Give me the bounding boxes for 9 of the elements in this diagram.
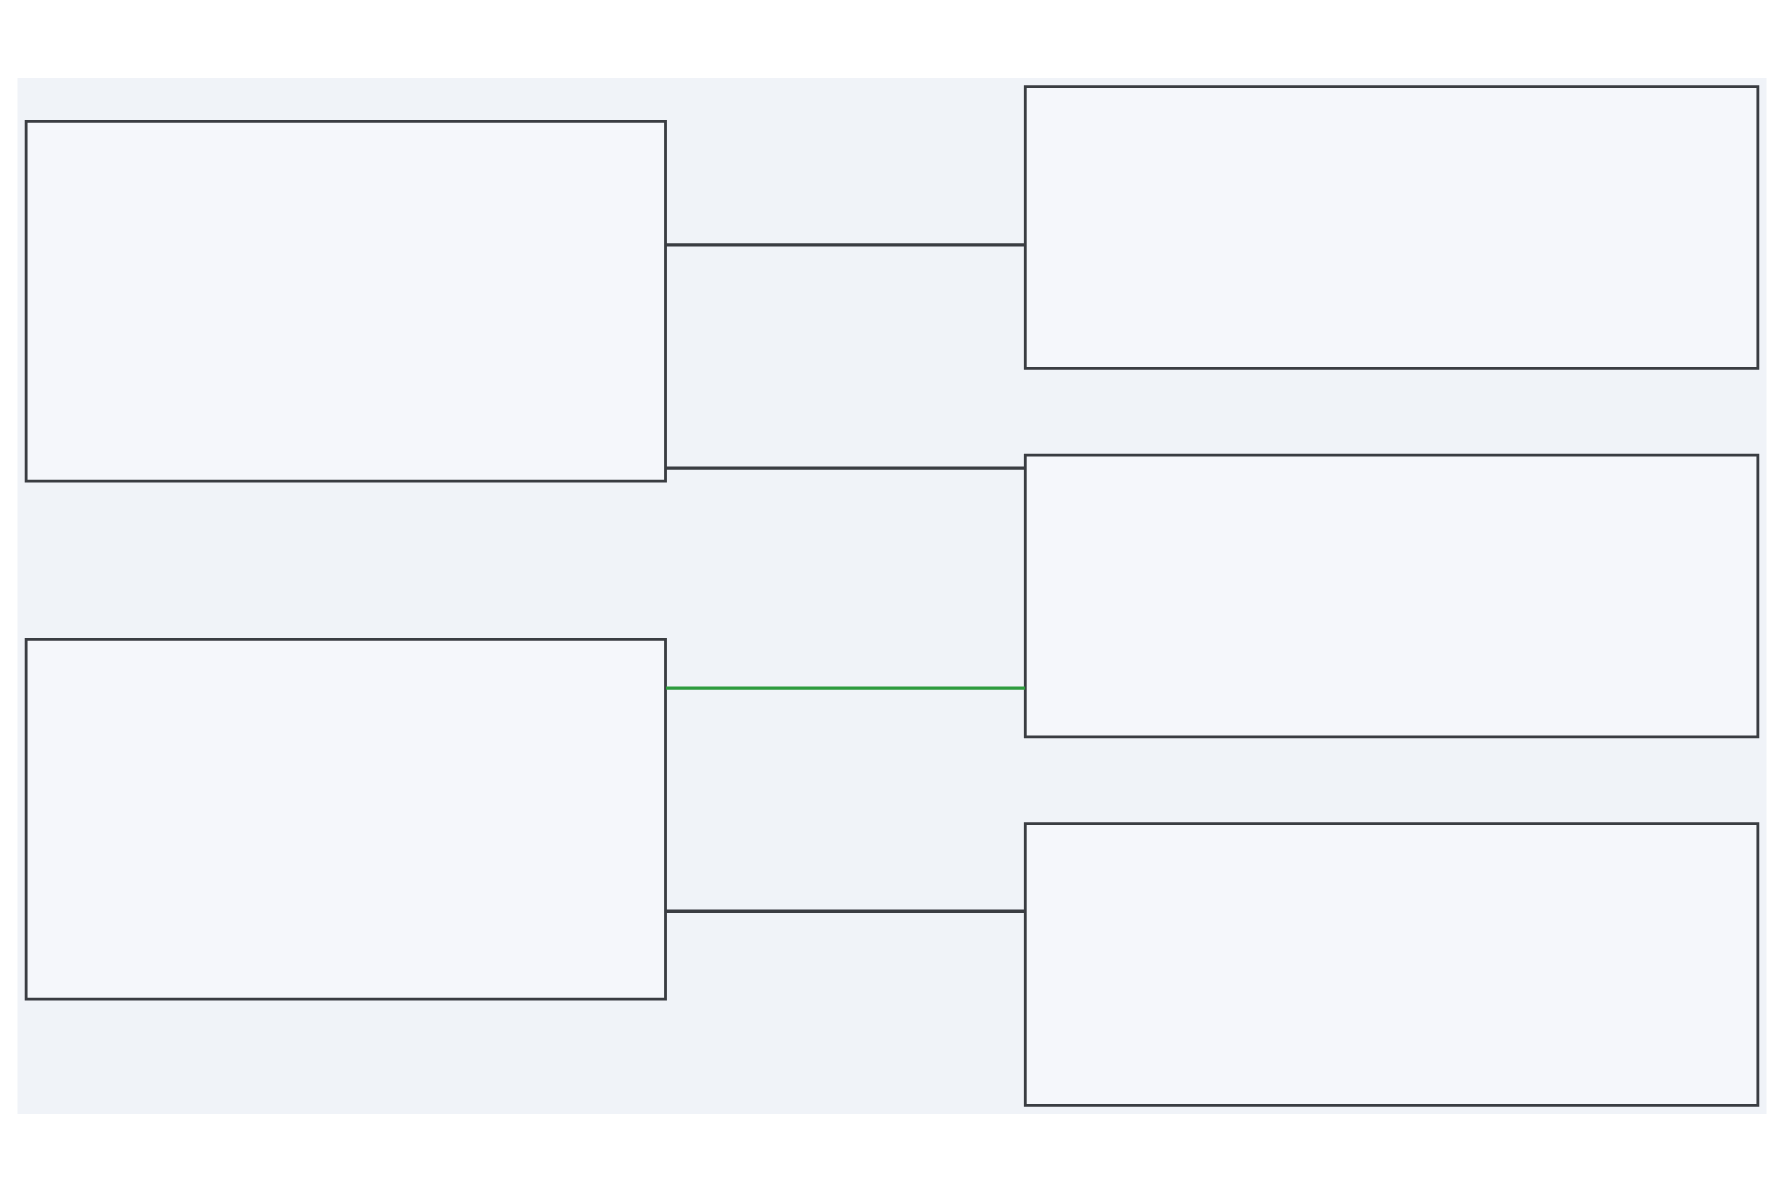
node-box xyxy=(24,636,667,1000)
node-box xyxy=(24,118,667,482)
connector xyxy=(666,685,1026,689)
connector xyxy=(666,465,1026,469)
node-box xyxy=(1023,821,1760,1106)
node-box xyxy=(1023,84,1760,369)
node-box xyxy=(1023,452,1760,738)
connector xyxy=(666,242,1026,246)
connector xyxy=(666,908,1026,913)
